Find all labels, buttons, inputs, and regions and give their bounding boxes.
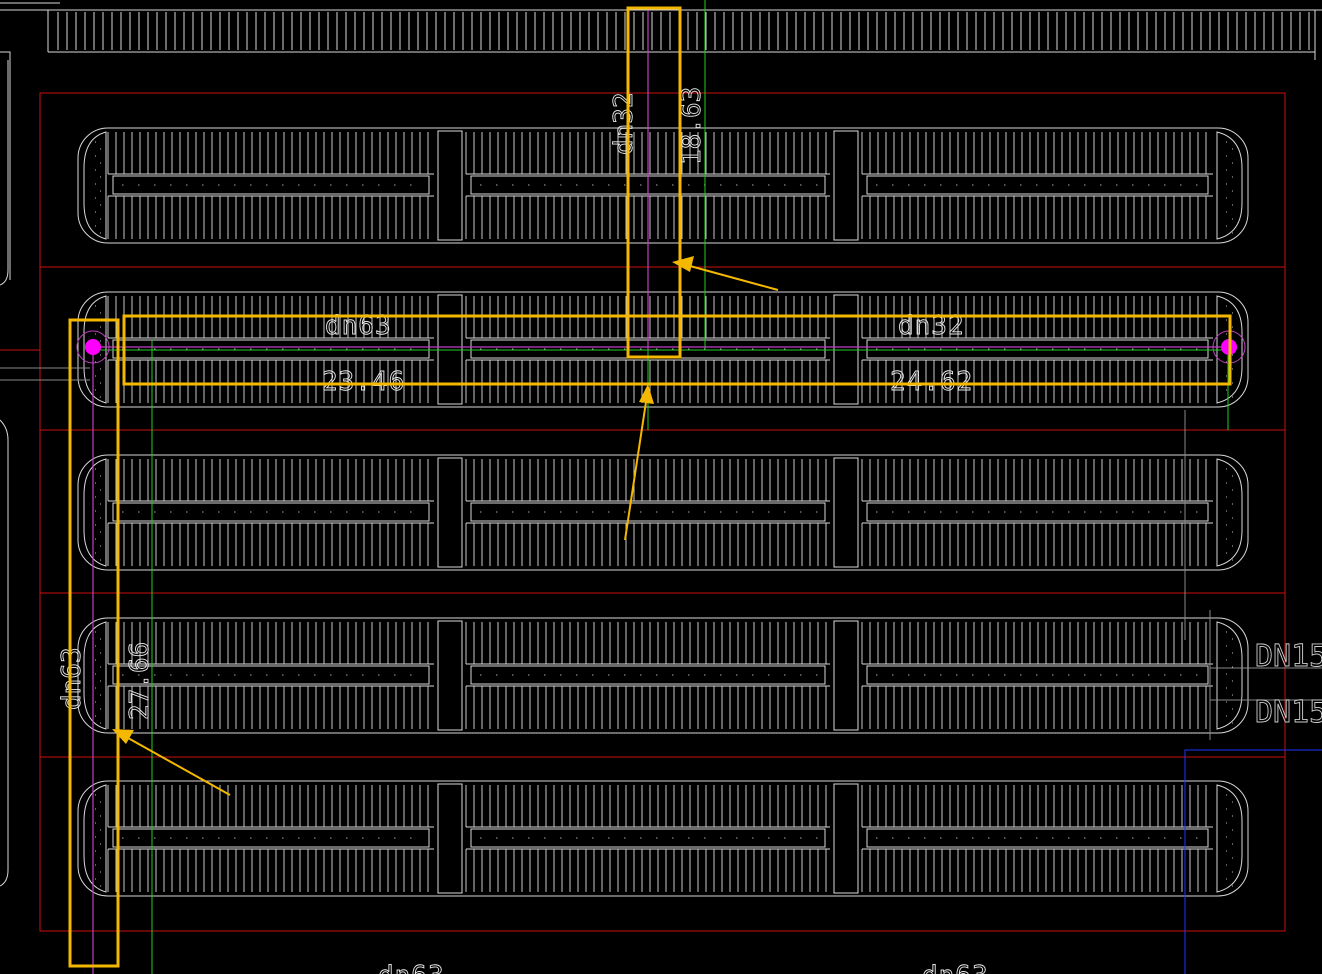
left-pipe-size-label: dn63 xyxy=(57,647,87,710)
arrow-middle xyxy=(624,384,654,541)
highlight-box-top xyxy=(626,6,682,359)
valve-left[interactable] xyxy=(76,330,110,364)
top-hatched-strip xyxy=(0,2,1322,280)
planting-rows xyxy=(77,127,1249,897)
mid-right-pipe-length-label: 24.62 xyxy=(890,367,973,397)
mid-left-pipe-length-label: 23.46 xyxy=(322,367,405,397)
highlight-boxes[interactable] xyxy=(68,6,1232,968)
top-pipe-length-label: 18.63 xyxy=(677,87,707,165)
magenta-pipes xyxy=(92,10,1229,974)
zone-boundaries xyxy=(0,92,1286,932)
highlight-box-left xyxy=(68,318,120,968)
left-edge-curve xyxy=(0,60,9,887)
planting-row xyxy=(77,617,1249,734)
highlight-box-middle xyxy=(122,314,1232,386)
top-pipe-size-label: dn32 xyxy=(609,92,639,155)
bottom-label-1: dn63 xyxy=(378,961,445,974)
green-pipes xyxy=(93,0,1230,974)
planting-row xyxy=(77,127,1249,244)
bottom-label-2: dn63 xyxy=(922,961,989,974)
left-pipe-length-label: 27.66 xyxy=(125,642,155,720)
blue-line xyxy=(1184,749,1322,974)
arrow-top xyxy=(672,256,779,291)
arrow-left xyxy=(112,729,231,796)
guide-lines xyxy=(0,367,1322,740)
dn-label-1: DN150 xyxy=(1255,639,1322,674)
planting-row xyxy=(77,454,1249,571)
dn-label-2: DN150 xyxy=(1255,695,1322,730)
annotation-arrows xyxy=(112,256,779,796)
planting-row xyxy=(77,780,1249,897)
